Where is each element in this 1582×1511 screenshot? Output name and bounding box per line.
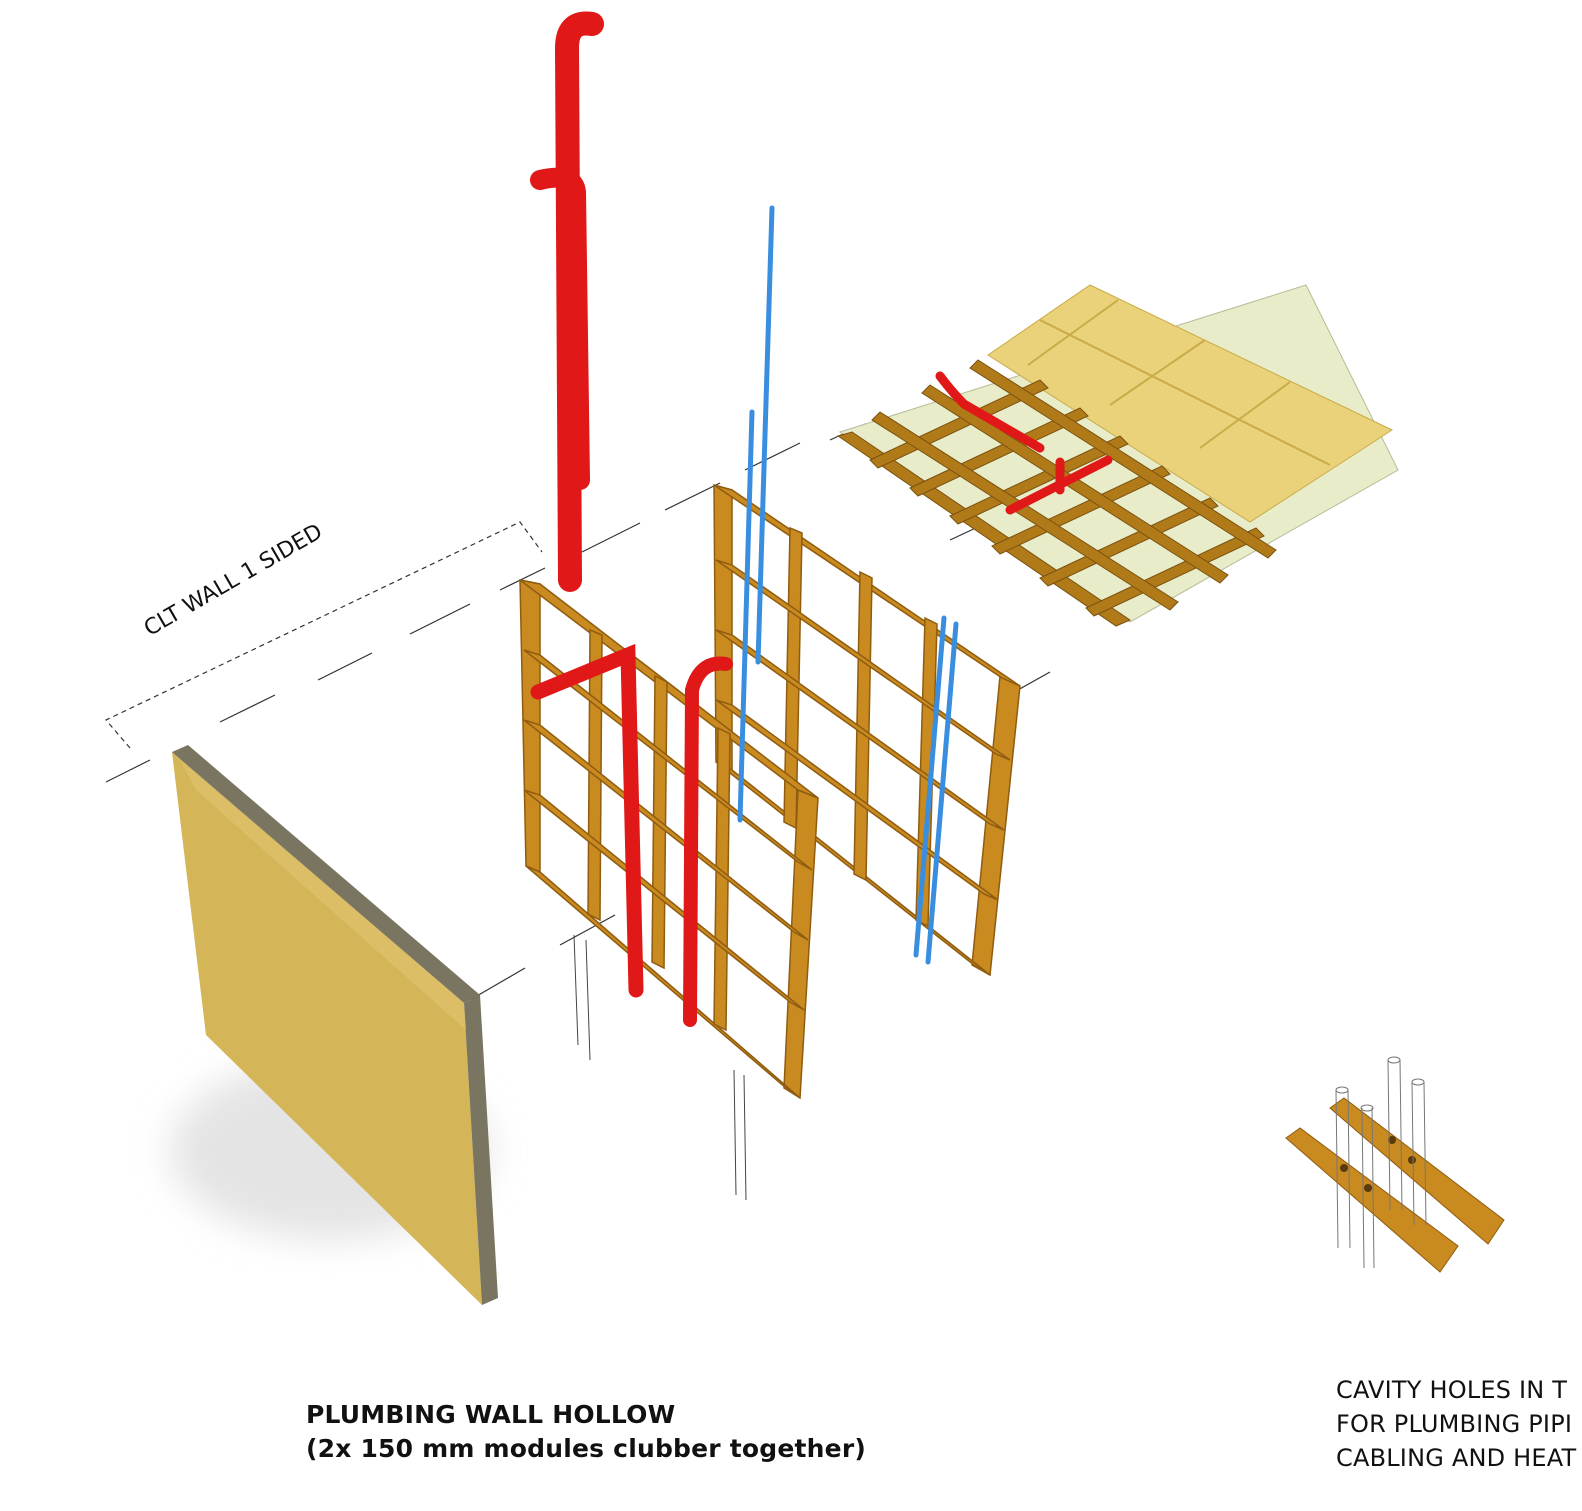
clt-wall-panel [170,745,498,1305]
plumbing-wall-subtitle: (2x 150 mm modules clubber together) [306,1434,866,1463]
clt-dimension-bracket [105,521,543,749]
cavity-caption-line-3: CABLING AND HEAT [1336,1444,1577,1472]
cavity-caption-line-1: CAVITY HOLES IN T [1336,1376,1568,1404]
red-drain-pipes [530,11,733,1027]
plumbing-wall-title: PLUMBING WALL HOLLOW [306,1400,676,1429]
cavity-holes-detail [1285,1056,1505,1273]
floor-cassette [836,284,1399,627]
plumbing-wall-caption: PLUMBING WALL HOLLOW (2x 150 mm modules … [306,1398,866,1466]
blue-supply-pipes [737,205,959,965]
cavity-guide-lines [573,934,747,1201]
cavity-caption-line-2: FOR PLUMBING PIPI [1336,1410,1573,1438]
cavity-holes-caption: CAVITY HOLES IN T FOR PLUMBING PIPI CABL… [1336,1373,1576,1475]
hollow-frame-module-front [519,579,819,1100]
